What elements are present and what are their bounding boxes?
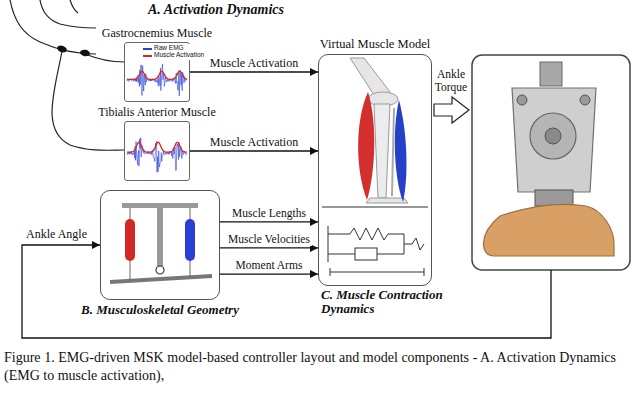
wire (328, 254, 355, 255)
spring (328, 228, 404, 240)
legend-row: Raw EMG (143, 45, 204, 52)
legend-swatch (143, 48, 152, 50)
section-label: B. Musculoskeletal Geometry (81, 303, 239, 317)
plot-legend: Raw EMGMuscle Activation (141, 44, 206, 60)
wire (377, 254, 404, 255)
hill-model-schematic (328, 226, 424, 276)
legend-text: Muscle Activation (154, 52, 204, 59)
tibialis-muscle (395, 100, 407, 202)
signal-arrow (220, 221, 318, 222)
ankle-mechanism (512, 88, 596, 192)
model-box: Virtual Muscle ModelC. Muscle Contractio… (318, 54, 432, 286)
signal-label: Ankle Torque (432, 68, 470, 93)
activation-trace (127, 71, 187, 79)
legend-row: Muscle Activation (143, 52, 204, 59)
torque-arrow (434, 97, 469, 123)
divider (322, 206, 428, 207)
pylon-adapter (540, 62, 562, 86)
signal-arrow (190, 71, 318, 72)
red-muscle (125, 224, 135, 256)
tendon-spring (404, 238, 424, 250)
motor-hub (545, 128, 561, 144)
edge-label: Muscle Activation (208, 57, 300, 70)
motor (530, 113, 576, 159)
section-title: A. Activation Dynamics (148, 2, 318, 17)
raw-emg-trace (127, 138, 187, 173)
prosthesis-illustration (483, 62, 614, 256)
section-label: C. Muscle Contraction Dynamics (321, 288, 496, 317)
leg-outline (70, 0, 78, 13)
box-heading: Gastrocnemius Muscle (102, 27, 212, 40)
leg-outline (10, 0, 96, 54)
muscle-line (130, 208, 131, 281)
edge-label: Muscle Lengths (230, 207, 308, 220)
electrode-wire (52, 51, 124, 150)
box-heading: Virtual Muscle Model (320, 38, 430, 52)
foot-bones (366, 198, 408, 203)
gastrocnemius-muscle (358, 92, 374, 200)
edge-label: Moment Arms (234, 259, 305, 272)
geometry-box: B. Musculoskeletal Geometry (100, 190, 220, 300)
electrode (56, 44, 68, 53)
geometry-model (110, 203, 212, 282)
prosthetic-foot (483, 204, 614, 256)
signal-label: Ankle Angle (26, 228, 98, 241)
bolt (580, 95, 590, 105)
bone-model (350, 58, 408, 203)
wall (328, 226, 329, 262)
edge-label: Muscle Activation (208, 136, 300, 149)
contractile-element (355, 248, 377, 260)
ankle-joint (156, 266, 164, 274)
muscle-line (190, 208, 191, 277)
legend-text: Raw EMG (154, 45, 184, 52)
leg-outline (40, 0, 96, 28)
top-bar (122, 203, 198, 208)
feedback-line (22, 245, 551, 338)
raw-emg-trace (127, 64, 187, 96)
length-dimension (330, 268, 424, 276)
activation-trace (127, 142, 187, 152)
bolt (517, 95, 527, 105)
leg-sketch (10, 0, 124, 150)
signal-arrow (220, 247, 318, 248)
edge-label: Muscle Velocities (226, 233, 312, 246)
signal-arrow (220, 273, 318, 274)
box-heading: Tibialis Anterior Muscle (98, 106, 216, 119)
tibia (374, 104, 390, 198)
electrode (80, 49, 91, 57)
prosthesis-frame (472, 55, 630, 270)
figure-caption: Figure 1. EMG-driven MSK model-based con… (4, 349, 616, 385)
signal-arrow (190, 150, 318, 151)
foot-plate (110, 276, 212, 282)
blue-muscle (185, 224, 195, 256)
shank-post (157, 208, 163, 266)
electrode-wire (85, 54, 124, 62)
legend-swatch (143, 55, 152, 57)
fibula (392, 108, 394, 196)
ankle-joint-block (535, 190, 573, 206)
emg-plot-box: Tibialis Anterior Muscle (124, 121, 190, 181)
